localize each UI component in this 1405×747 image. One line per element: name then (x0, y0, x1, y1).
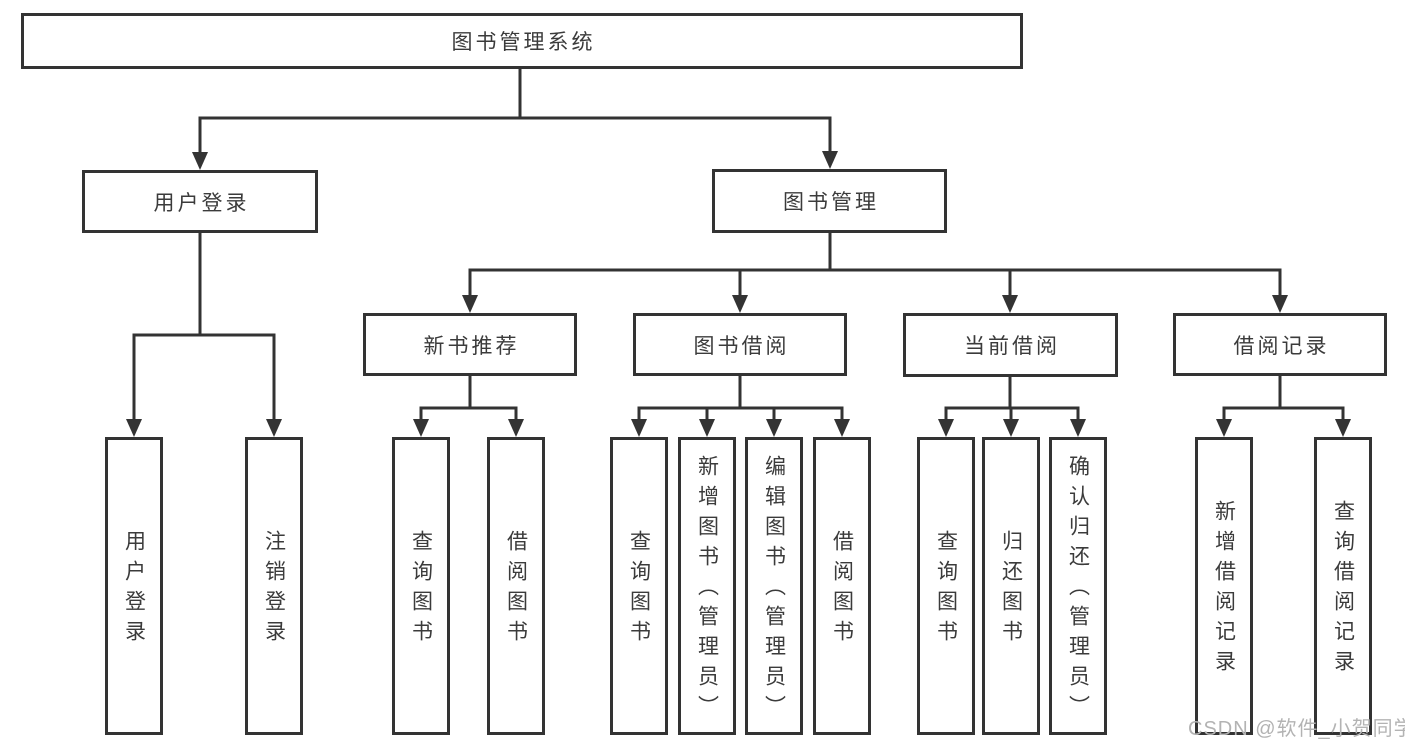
arrowhead (192, 152, 208, 170)
leaf-label: 查询图书 (627, 530, 651, 650)
node-label: 当前借阅 (964, 335, 1060, 358)
leaf-borrow-edit-books-admin: 编辑图书（管理员） (745, 437, 803, 735)
node-book-borrow: 图书借阅 (633, 313, 847, 376)
node-label: 借阅记录 (1233, 334, 1330, 358)
leaf-logout: 注销登录 (245, 437, 303, 735)
leaf-borrow-query-books: 查询图书 (610, 437, 668, 735)
arrowhead (462, 295, 478, 313)
connector-records-to-leaves (1216, 376, 1351, 437)
leaf-current-query-books: 查询图书 (917, 437, 975, 735)
leaf-borrow-borrow-books: 借阅图书 (813, 437, 871, 735)
connector-borrow-to-leaves (631, 376, 850, 437)
node-label: 图书借阅 (693, 334, 790, 358)
leaf-label: 编辑图书（管理员） (762, 455, 786, 725)
arrowhead (822, 151, 838, 169)
connector-root-to-level2 (192, 69, 838, 170)
leaf-label: 查询借阅记录 (1331, 500, 1355, 680)
node-label: 图书管理 (783, 191, 879, 214)
node-user-login: 用户登录 (82, 170, 318, 233)
arrowhead (1002, 295, 1018, 313)
node-label: 新书推荐 (423, 334, 520, 358)
connector-userlogin-to-leaves (126, 233, 282, 437)
leaf-recommend-borrow-books: 借阅图书 (487, 437, 545, 735)
leaf-current-return-books: 归还图书 (982, 437, 1040, 735)
arrowhead (1070, 419, 1086, 437)
leaf-label: 查询图书 (934, 530, 958, 650)
leaf-recommend-query-books: 查询图书 (392, 437, 450, 735)
arrowhead (938, 419, 954, 437)
node-new-book-recommend: 新书推荐 (363, 313, 577, 376)
arrowhead (766, 419, 782, 437)
arrowhead (834, 419, 850, 437)
arrowhead (266, 419, 282, 437)
arrowhead (1335, 419, 1351, 437)
csdn-watermark: CSDN @软件_小贺同学 (1188, 718, 1405, 740)
leaf-label: 借阅图书 (830, 530, 854, 650)
leaf-user-login: 用户登录 (105, 437, 163, 735)
leaf-records-query-record: 查询借阅记录 (1314, 437, 1372, 735)
leaf-label: 借阅图书 (504, 530, 528, 650)
leaf-label: 新增图书（管理员） (695, 455, 719, 725)
arrowhead (508, 419, 524, 437)
leaf-label: 确认归还（管理员） (1066, 455, 1090, 725)
leaf-label: 注销登录 (262, 530, 286, 650)
arrowhead (1272, 295, 1288, 313)
arrowhead (1216, 419, 1232, 437)
leaf-label: 用户登录 (122, 530, 146, 650)
leaf-label: 归还图书 (999, 530, 1023, 650)
node-borrow-records: 借阅记录 (1173, 313, 1387, 376)
arrowhead (1003, 419, 1019, 437)
node-current-borrow: 当前借阅 (903, 313, 1118, 377)
leaf-label: 查询图书 (409, 530, 433, 650)
node-label: 图书管理系统 (451, 31, 596, 54)
arrowhead (732, 295, 748, 313)
arrowhead (699, 419, 715, 437)
arrowhead (631, 419, 647, 437)
leaf-borrow-add-books-admin: 新增图书（管理员） (678, 437, 736, 735)
node-library-system: 图书管理系统 (21, 13, 1023, 69)
connector-current-to-leaves (938, 377, 1086, 437)
node-book-management: 图书管理 (712, 169, 947, 233)
arrowhead (413, 419, 429, 437)
leaf-current-confirm-return-admin: 确认归还（管理员） (1049, 437, 1107, 735)
leaf-label: 新增借阅记录 (1212, 500, 1236, 680)
connector-bookmgmt-to-level3 (462, 233, 1288, 313)
arrowhead (126, 419, 142, 437)
node-label: 用户登录 (153, 191, 250, 215)
connector-recommend-to-leaves (413, 376, 524, 437)
leaf-records-add-record: 新增借阅记录 (1195, 437, 1253, 735)
